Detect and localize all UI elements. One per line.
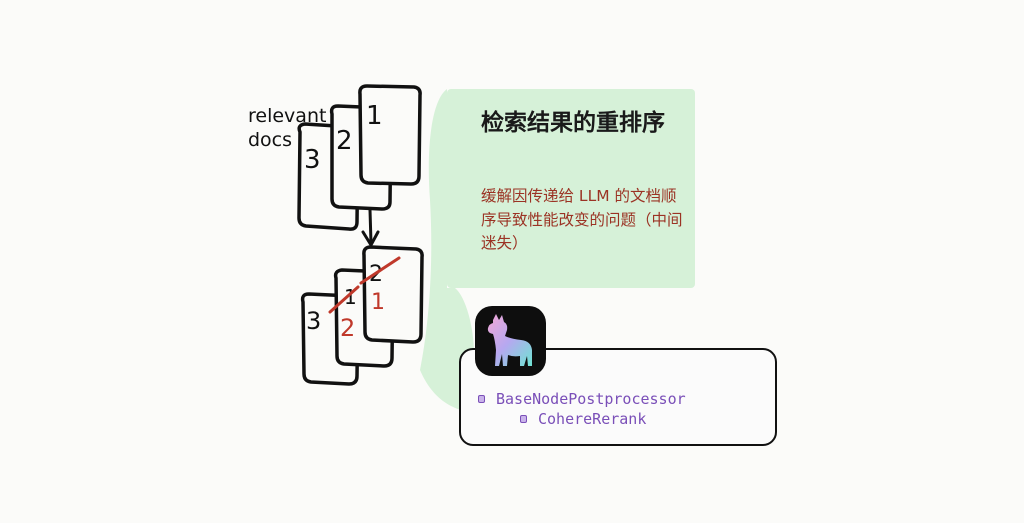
docs-label: docs	[248, 129, 293, 151]
doc-number-1-before: 1	[366, 101, 383, 131]
bullet-icon	[520, 415, 527, 423]
doc-number-3-after: 3	[306, 307, 321, 335]
card-subtitle: 缓解因传递给 LLM 的文档顺序导致性能改变的问题（中间迷失）	[481, 187, 683, 252]
doc-card-1-before	[358, 84, 422, 186]
doc-number-2-before: 2	[336, 126, 353, 156]
llama-logo-icon	[475, 306, 546, 376]
code-item-label: BaseNodePostprocessor	[496, 390, 686, 408]
code-item-base-node-postprocessor: BaseNodePostprocessor	[478, 390, 686, 408]
relevant-label: relevant	[248, 105, 327, 127]
callout-panel	[447, 89, 695, 288]
bullet-icon	[478, 395, 485, 403]
code-item-label: CohereRerank	[538, 410, 647, 428]
doc-number-3-before: 3	[304, 145, 321, 175]
arrow-down-icon	[361, 208, 380, 249]
strike-marks	[328, 256, 401, 314]
doc-number-middle-new: 2	[340, 314, 355, 342]
code-item-cohere-rerank: CohereRerank	[520, 410, 646, 428]
card-title: 检索结果的重排序	[481, 110, 665, 136]
doc-number-front-new: 1	[371, 290, 385, 315]
